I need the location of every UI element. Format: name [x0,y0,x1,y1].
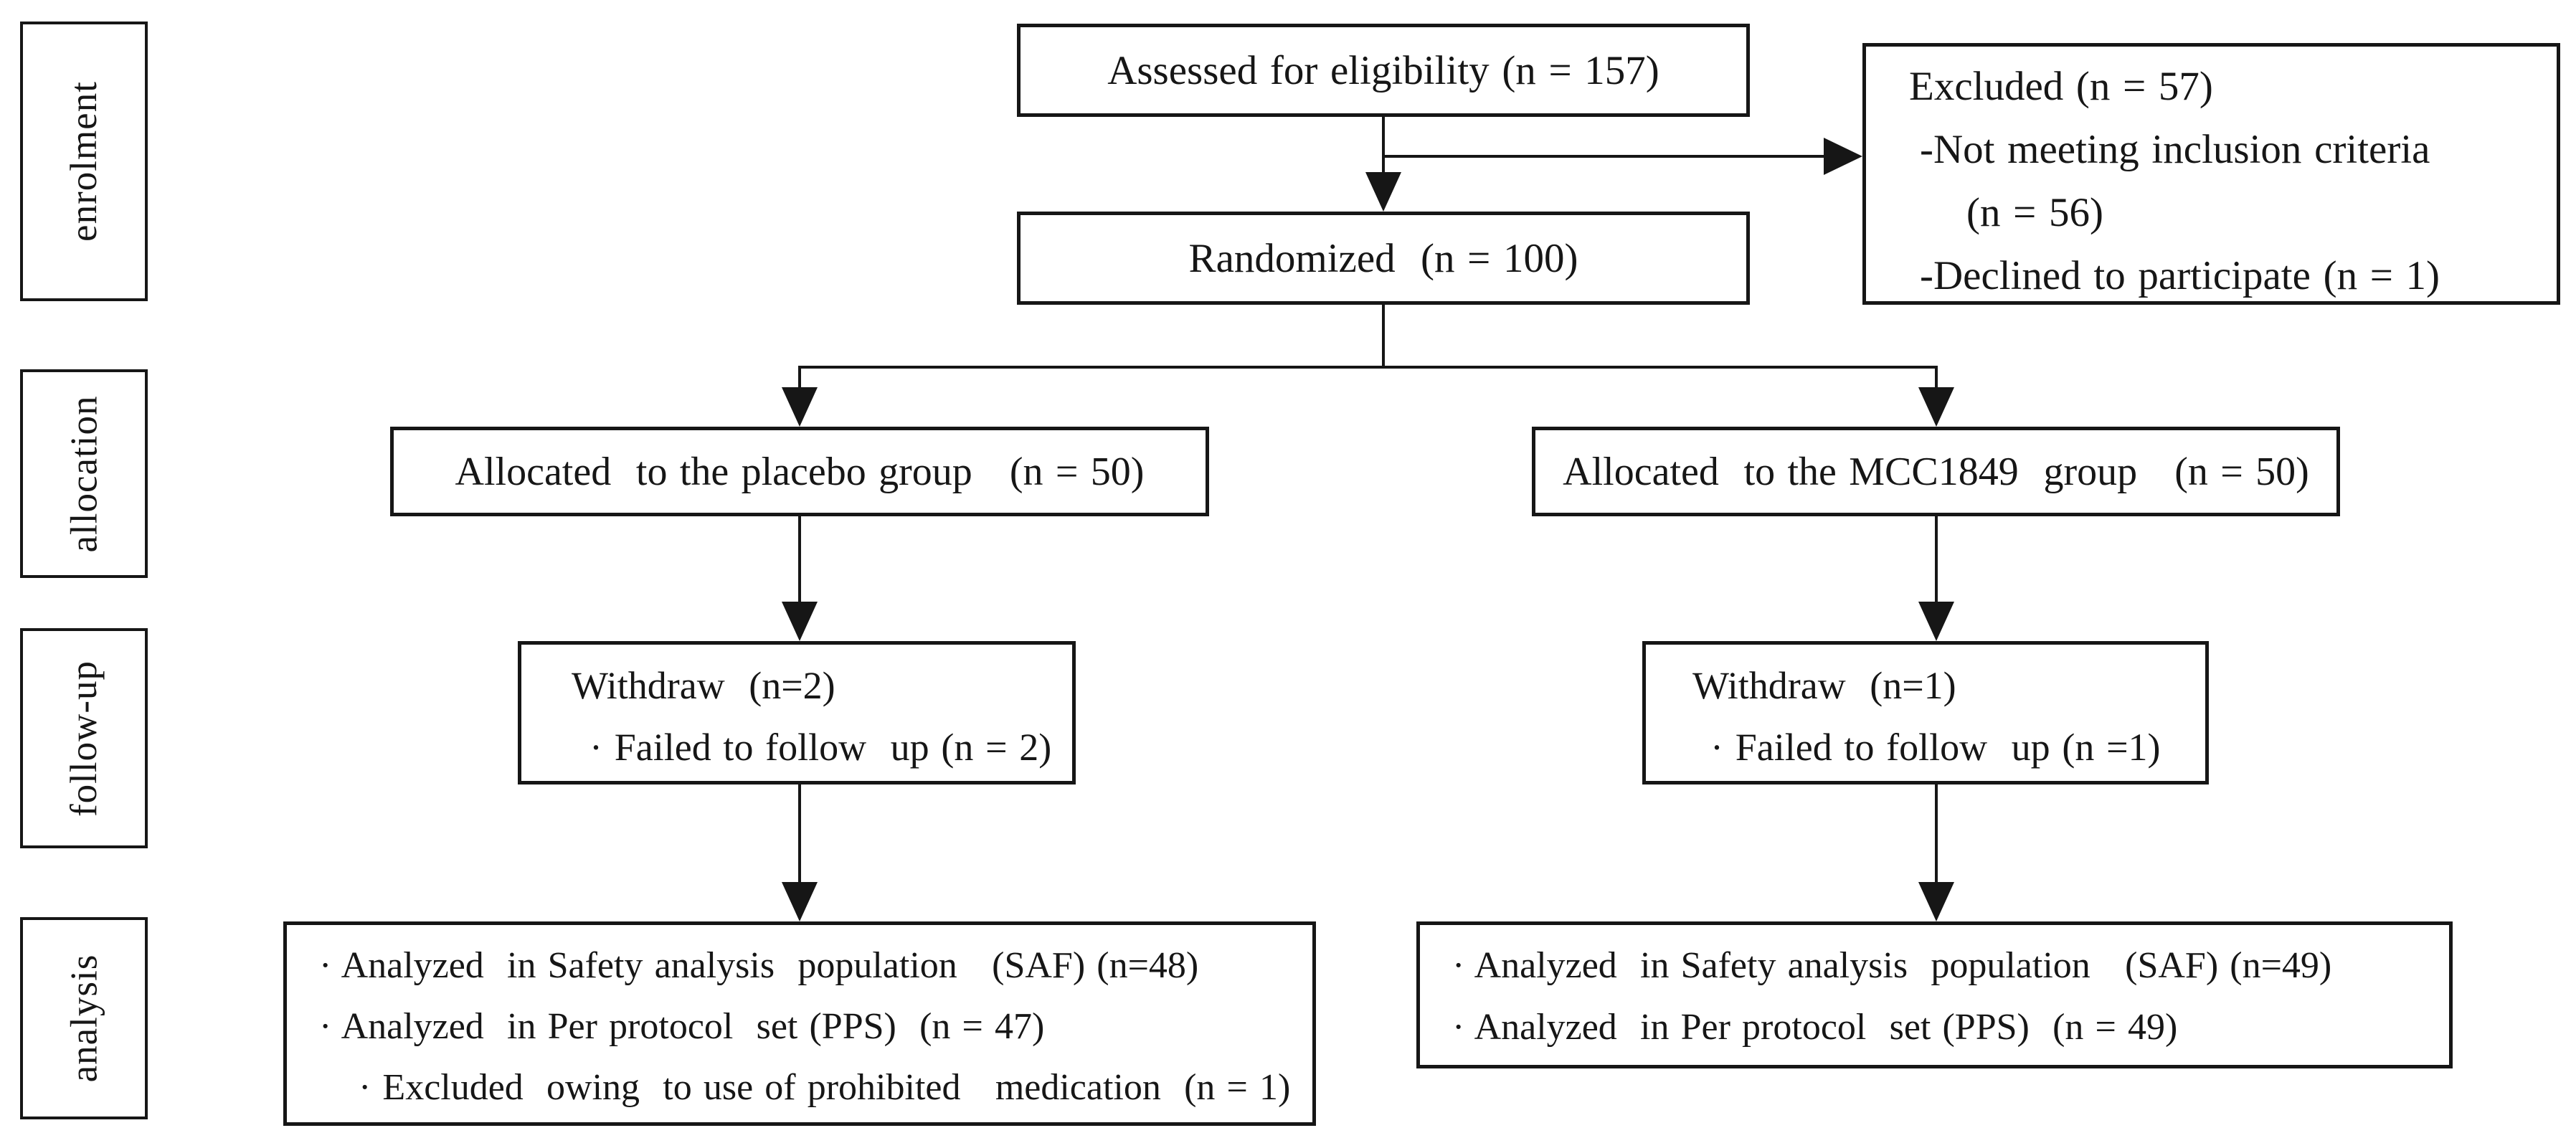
node-text-line: · Analyzed in Per protocol set (PPS) (n … [1452,1007,2178,1048]
stage-label-follow-up: follow-up [20,628,148,848]
stage-label-enrolment: enrolment [20,22,148,301]
node-text-line: Allocated to the placebo group (n = 50) [455,449,1145,494]
node-text-line: · Failed to follow up (n = 2) [589,726,1052,769]
node-text-line: · Failed to follow up (n =1) [1710,726,2161,769]
node-assessed-for-eligibility: Assessed for eligibility (n = 157) [1017,24,1750,117]
node-text-line: · Analyzed in Per protocol set (PPS) (n … [319,1006,1045,1047]
connector-randomized-to-split [1382,305,1385,367]
node-text-line: Withdraw (n=2) [572,664,835,707]
arrowhead-into-randomized [1365,172,1401,212]
node-allocated-placebo-group: Allocated to the placebo group (n = 50) [390,427,1209,516]
connector-assessed-to-randomized [1382,117,1385,179]
node-text-line: -Declined to participate (n = 1) [1920,253,2440,298]
connector-split-to-mcc1849 [1935,366,1938,392]
arrowhead-into-analysis-mcc1849 [1918,882,1954,921]
node-text-line: · Analyzed in Safety analysis population… [1452,945,2332,986]
node-withdraw-placebo: Withdraw (n=2) · Failed to follow up (n … [518,641,1076,784]
connector-split-bar [798,366,1938,369]
node-text-line: Allocated to the MCC1849 group (n = 50) [1563,449,2309,494]
node-text-line: Randomized (n = 100) [1188,235,1578,281]
node-text-line: Assessed for eligibility (n = 157) [1107,47,1659,93]
stage-label-analysis: analysis [20,917,148,1119]
node-randomized: Randomized (n = 100) [1017,212,1750,305]
node-text-line: -Not meeting inclusion criteria [1920,127,2430,172]
node-text-line: Withdraw (n=1) [1692,664,1956,707]
node-text-line: (n = 56) [1966,190,2103,235]
connector-followup-to-analysis-mcc1849 [1935,784,1938,885]
connector-followup-to-analysis-placebo [798,784,801,885]
arrowhead-into-allocated-placebo [782,387,818,427]
node-allocated-mcc1849-group: Allocated to the MCC1849 group (n = 50) [1532,427,2340,516]
stage-label-allocation: allocation [20,369,148,578]
arrowhead-into-analysis-placebo [782,882,818,921]
node-withdraw-mcc1849: Withdraw (n=1) · Failed to follow up (n … [1642,641,2209,784]
connector-placebo-to-followup [798,516,801,606]
connector-mcc1849-to-followup [1935,516,1938,606]
stage-label-follow-up-text: follow-up [63,660,105,817]
arrowhead-into-followup-mcc1849 [1918,602,1954,641]
arrowhead-into-followup-placebo [782,602,818,641]
node-text-line: Excluded (n = 57) [1909,64,2213,109]
node-text-line: · Analyzed in Safety analysis population… [319,945,1199,986]
stage-label-analysis-text: analysis [63,954,105,1083]
arrowhead-into-excluded [1824,138,1862,175]
node-analysis-mcc1849: · Analyzed in Safety analysis population… [1416,921,2453,1068]
stage-label-allocation-text: allocation [63,395,105,552]
arrowhead-into-allocated-mcc1849 [1918,387,1954,427]
connector-branch-to-excluded [1383,155,1827,158]
connector-split-to-placebo [798,366,801,392]
node-excluded: Excluded (n = 57) -Not meeting inclusion… [1862,43,2560,305]
node-text-line: · Excluded owing to use of prohibited me… [359,1067,1291,1108]
node-analysis-placebo: · Analyzed in Safety analysis population… [283,921,1316,1126]
stage-label-enrolment-text: enrolment [63,81,105,242]
